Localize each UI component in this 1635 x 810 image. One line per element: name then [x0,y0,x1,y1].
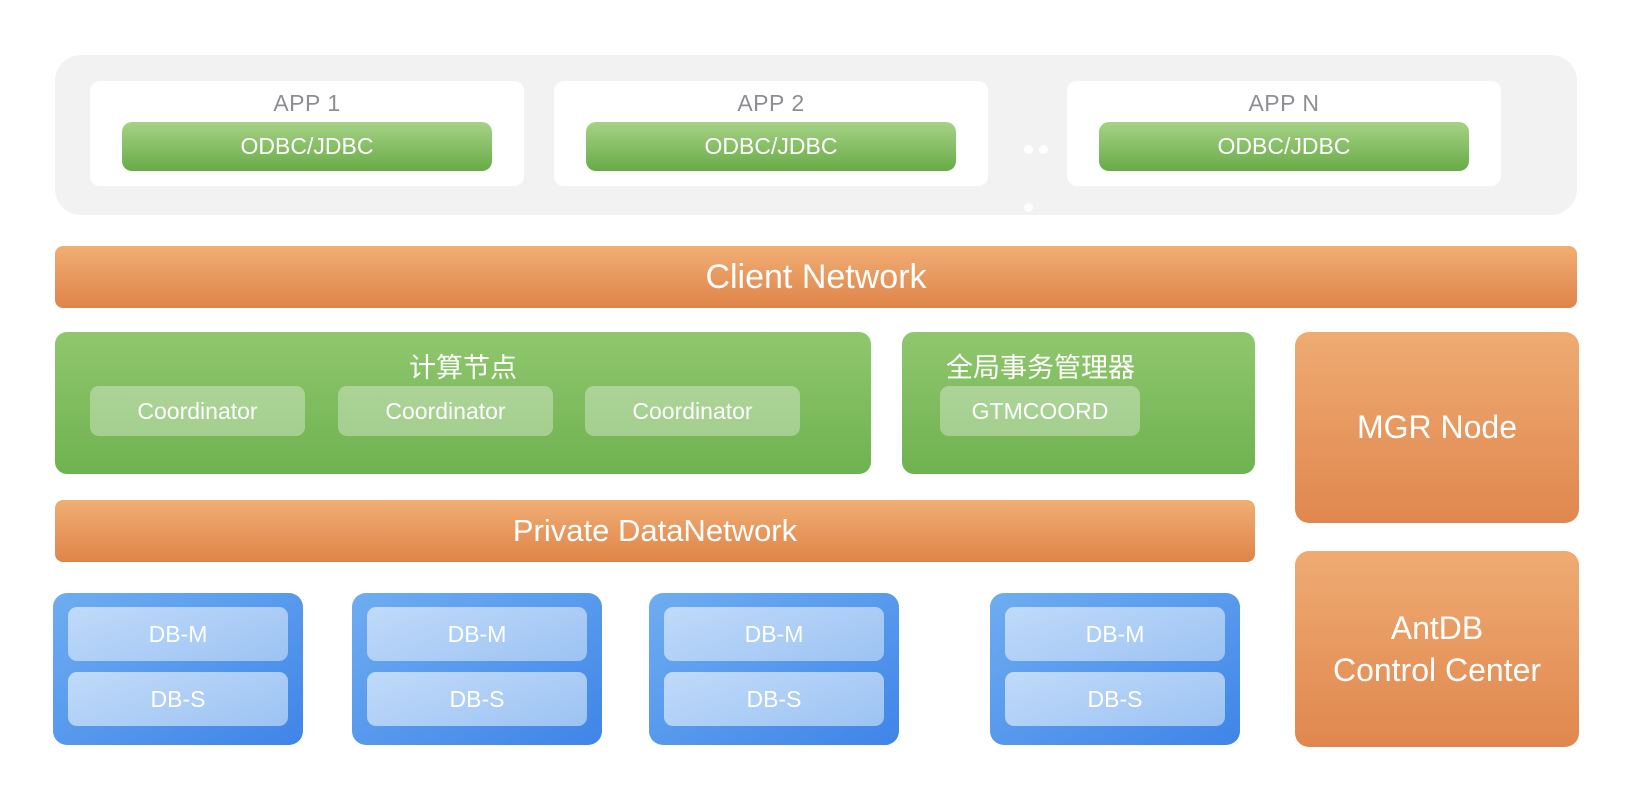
client-network-bar: Client Network [55,246,1577,308]
coordinator-node: Coordinator [585,386,800,436]
app-card-2: APP 2 ODBC/JDBC [554,81,988,186]
mgr-node-box: MGR Node [1295,332,1579,523]
db-master-node: DB-M [68,607,288,661]
gtmcoord-node: GTMCOORD [940,386,1140,436]
app-2-odbc-jdbc-badge: ODBC/JDBC [586,122,956,171]
app-card-1: APP 1 ODBC/JDBC [90,81,524,186]
app-1-odbc-jdbc-badge: ODBC/JDBC [122,122,492,171]
db-group-1: DB-M DB-S [53,593,303,745]
compute-node-box: 计算节点 Coordinator Coordinator Coordinator [55,332,871,474]
app-n-title: APP N [1248,90,1320,116]
db-group-4: DB-M DB-S [990,593,1240,745]
db-slave-node: DB-S [367,672,587,726]
app-1-title: APP 1 [273,90,341,116]
apps-layer-panel: APP 1 ODBC/JDBC APP 2 ODBC/JDBC APP N OD… [55,55,1577,215]
ellipsis-dot-icon [1039,145,1048,154]
app-card-n: APP N ODBC/JDBC [1067,81,1501,186]
antdb-control-center-line2: Control Center [1332,652,1542,688]
ellipsis-dot-icon [1024,145,1033,154]
db-master-node: DB-M [1005,607,1225,661]
mgr-node-label: MGR Node [1356,409,1518,446]
coordinator-node: Coordinator [338,386,553,436]
gtm-title: 全局事务管理器 [946,353,1135,383]
private-data-network-bar: Private DataNetwork [55,500,1255,562]
db-slave-node: DB-S [68,672,288,726]
app-n-odbc-jdbc-badge: ODBC/JDBC [1099,122,1469,171]
db-master-node: DB-M [664,607,884,661]
compute-node-title: 计算节点 [409,353,517,383]
db-group-3: DB-M DB-S [649,593,899,745]
coordinator-node: Coordinator [90,386,305,436]
db-master-node: DB-M [367,607,587,661]
antdb-control-center-line1: AntDB [1390,609,1484,646]
app-2-title: APP 2 [737,90,805,116]
db-slave-node: DB-S [1005,672,1225,726]
gtm-box: 全局事务管理器 GTMCOORD [902,332,1255,474]
db-slave-node: DB-S [664,672,884,726]
db-group-2: DB-M DB-S [352,593,602,745]
ellipsis-dot-icon [1024,203,1033,212]
antdb-control-center-box: AntDB Control Center [1295,551,1579,747]
